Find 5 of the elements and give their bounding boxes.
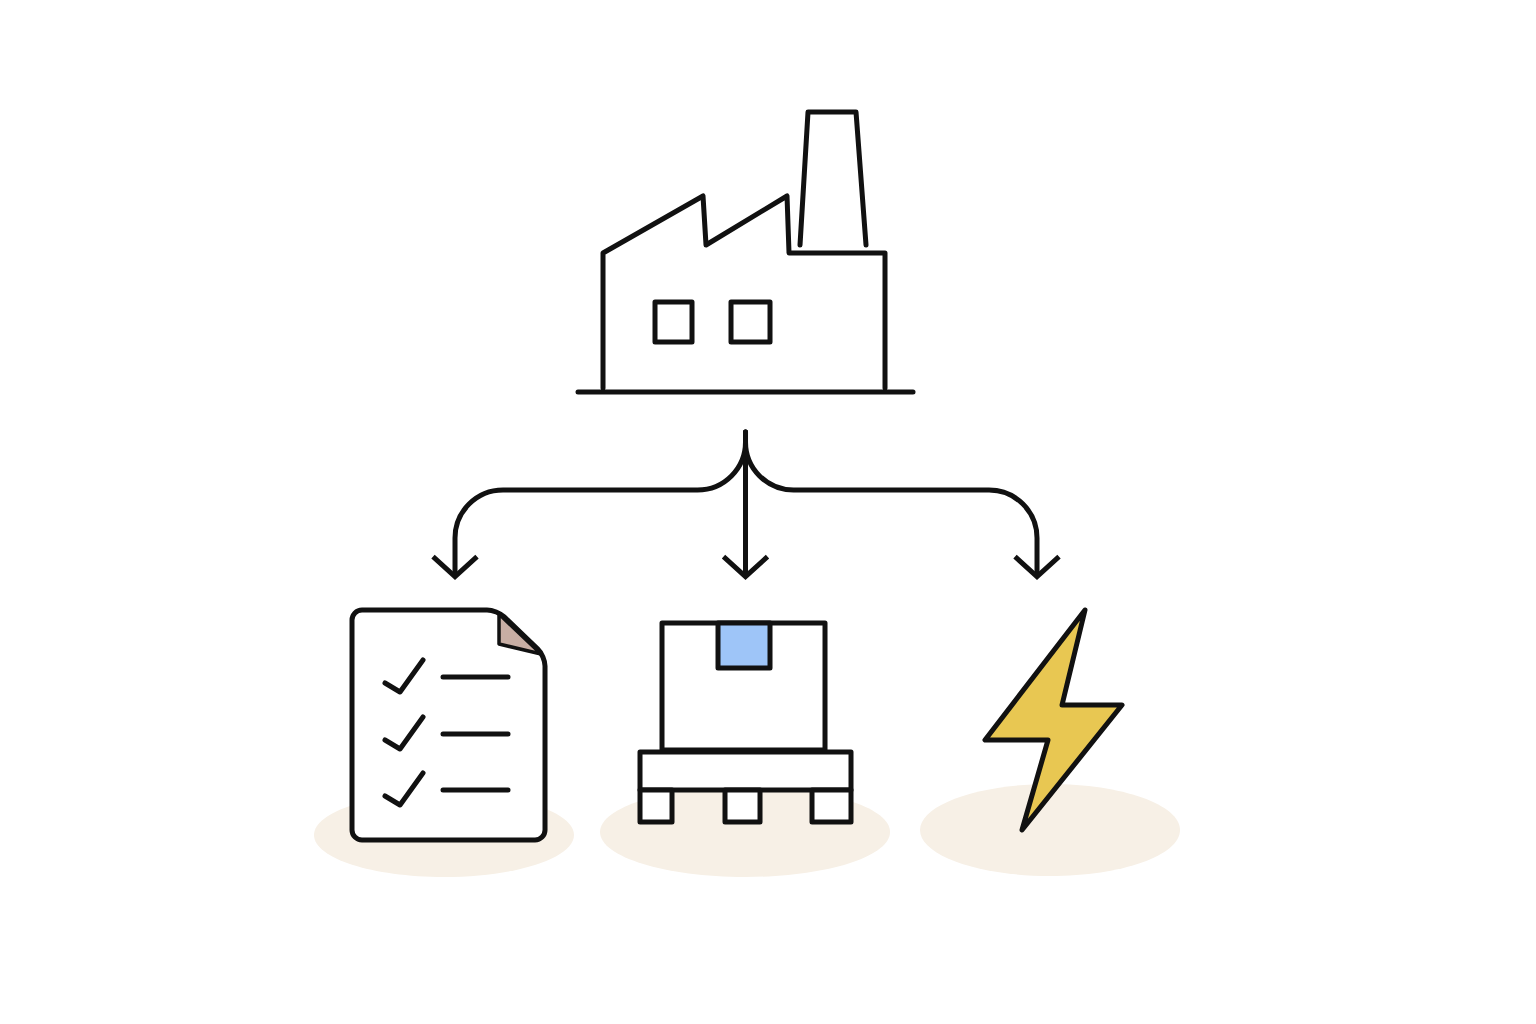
arrow <box>743 429 1061 580</box>
box-on-pallet-drawing <box>600 620 890 877</box>
factory-drawing <box>575 109 916 395</box>
checklist-document-drawing <box>314 607 574 877</box>
lightning-bolt-drawing <box>920 607 1180 876</box>
